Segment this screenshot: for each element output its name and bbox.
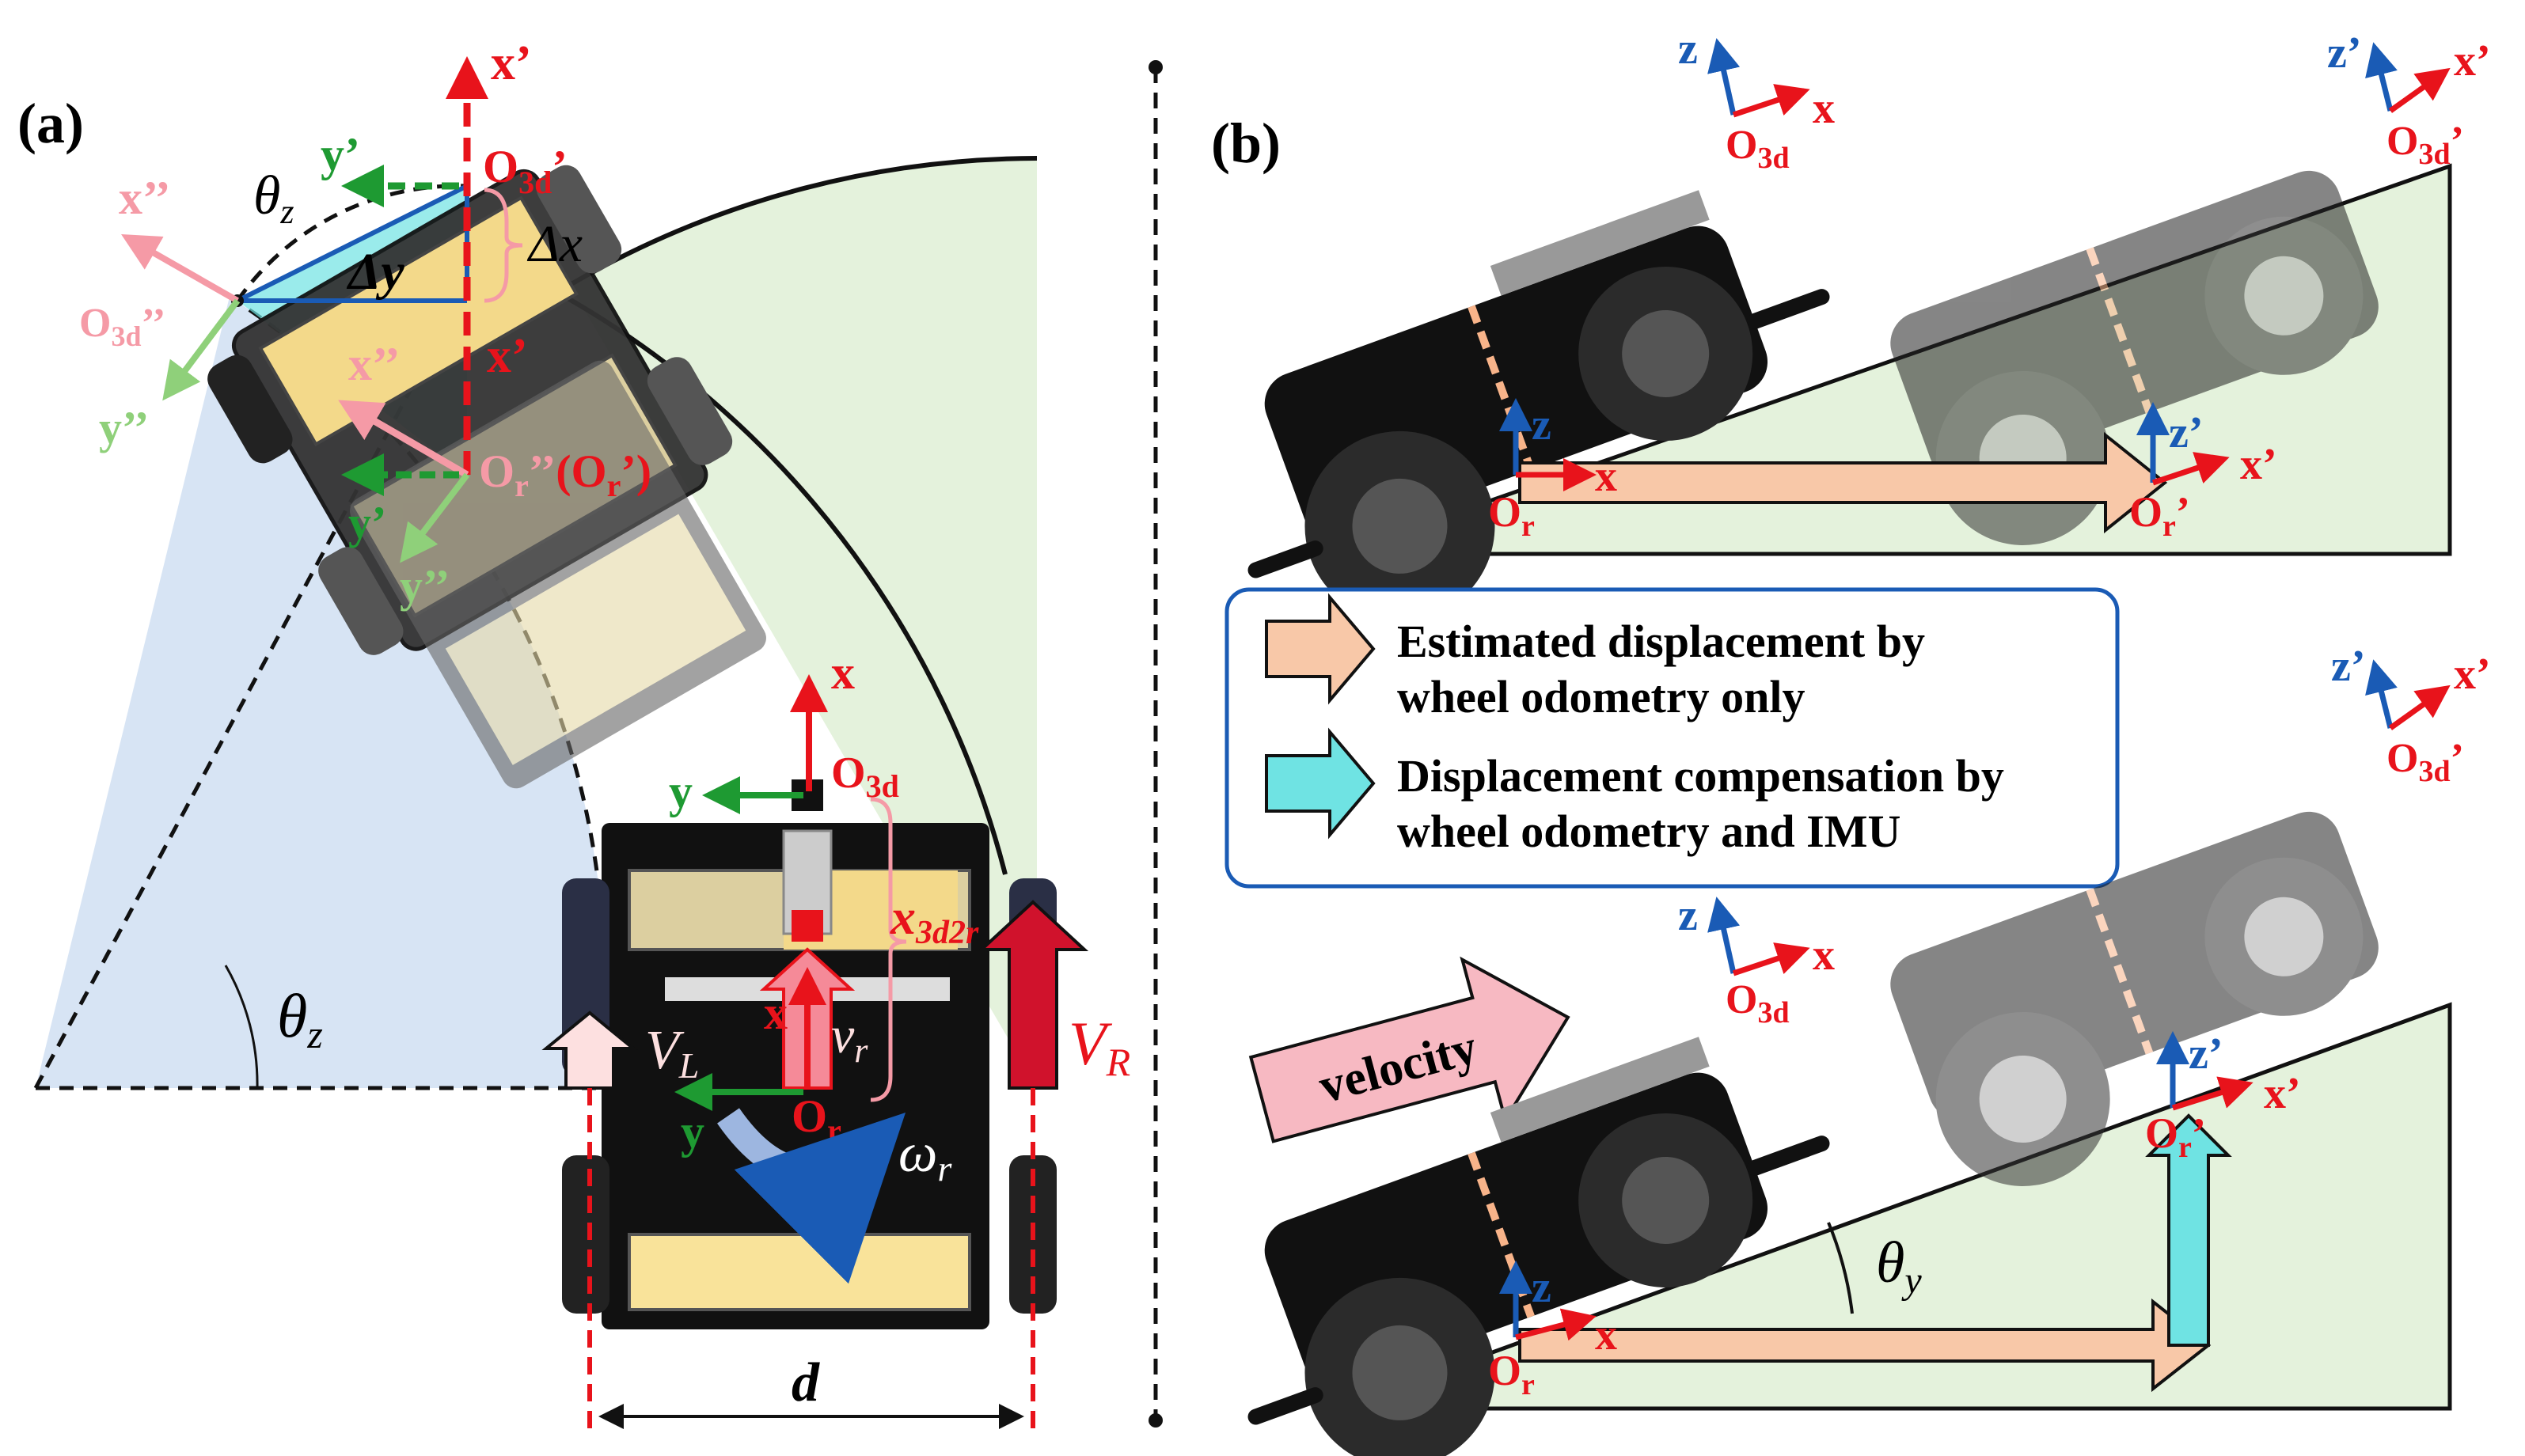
top-or-label: Or [1488, 488, 1535, 543]
bottom-or-prime-x-label: x’ [2264, 1069, 2301, 1118]
top-or-x-label: x [1595, 452, 1617, 501]
panel-b: (b) z x Or [1211, 25, 2491, 1456]
x3d2r-brace [870, 797, 907, 1102]
x-label-bottom: x [764, 987, 788, 1039]
top-or-prime-z-label: z’ [2169, 408, 2204, 457]
delta-y-line [236, 184, 469, 303]
y-label-o3d: y [669, 765, 693, 817]
top-o3d-prime-x-axis [2388, 67, 2451, 113]
theta-y-label: θy [1876, 1230, 1922, 1302]
bottom-displacement-arrow [1518, 1298, 2212, 1393]
top-displacement-arrow [1518, 431, 2168, 534]
outer-arc-segment [556, 290, 1008, 875]
x-label-o3d: x [831, 646, 855, 699]
top-o3d-prime-label: O3d’ [2386, 119, 2464, 171]
bottom-o3d-prime-label: O3d’ [2386, 736, 2464, 788]
y-dprime-axis-mid [400, 472, 470, 563]
top-o3d-x-label: x [1813, 84, 1835, 133]
top-robot-left [1247, 190, 1830, 621]
top-o3d-z-axis [1707, 38, 1741, 116]
legend-cyan-arrow [1265, 727, 1376, 840]
top-o3d-prime-x-label: x’ [2454, 36, 2491, 85]
bottom-or-x-label: x [1595, 1310, 1617, 1359]
bottom-or-prime-z-label: z’ [2189, 1029, 2223, 1079]
omega-arrow [717, 1108, 906, 1284]
panel-b-label: (b) [1211, 112, 1281, 175]
theta-z-upper-arc [235, 184, 468, 302]
x-dprime-axis-top [121, 234, 239, 304]
legend-item2-line1: Displacement compensation by [1397, 750, 2004, 802]
top-o3d-prime-z-axis [2365, 42, 2398, 112]
omega-label: ωr [898, 1123, 952, 1189]
o3d-prime-label: O3d’ [483, 141, 568, 200]
delta-y-label: Δy [346, 243, 404, 301]
bottom-o3d-label: O3d [1726, 977, 1790, 1029]
top-or-z-label: z [1532, 400, 1551, 449]
bottom-or-x-axis [1515, 1308, 1597, 1341]
y-prime-label-top: y’ [321, 128, 360, 180]
separator-top-dot [1149, 60, 1163, 74]
o3d-dprime-label: O3d’’ [79, 301, 165, 352]
y-prime-label-mid: y’ [348, 497, 386, 548]
legend-item2-line2: wheel odometry and IMU [1397, 806, 1900, 857]
delta-x-brace [484, 188, 523, 303]
x-dprime-label-top: x’’ [119, 172, 171, 224]
vr-label: VR [1069, 1009, 1130, 1084]
bottom-or-z-label: z [1532, 1263, 1551, 1312]
legend-peach-arrow [1265, 593, 1376, 705]
bottom-o3d-prime-z-label: z’ [2331, 642, 2366, 691]
bottom-o3d-prime-x-label: x’ [2454, 650, 2491, 699]
bottom-o3d-x-axis [1732, 942, 1810, 976]
v-r-label: vr [831, 1007, 868, 1070]
theta-z-angle-arc [224, 965, 259, 1089]
panel-a: θz θz Δy Δx x’ x’ O [17, 36, 1130, 1432]
legend-box [1225, 587, 2120, 889]
x-dprime-label-mid: x’’ [348, 338, 401, 390]
x-prime-label-top: x’ [491, 36, 532, 90]
outer-arc [568, 156, 1038, 287]
d-label: d [792, 1352, 820, 1413]
y-dprime-axis-top [162, 298, 241, 401]
top-or-prime-x-label: x’ [2240, 440, 2277, 489]
top-o3d-prime-z-label: z’ [2327, 28, 2362, 78]
bottom-o3d-z-label: z [1678, 891, 1698, 940]
x-dprime-axis-mid [338, 400, 469, 478]
bottom-or-label: Or [1488, 1347, 1535, 1401]
legend-item1-line2: wheel odometry only [1397, 671, 1805, 722]
bottom-o3d-x-label: x [1813, 931, 1835, 980]
top-o3d-x-axis [1732, 84, 1810, 118]
y-dprime-label-mid: y’’ [400, 560, 450, 612]
vl-arrow [541, 1010, 638, 1090]
bottom-o3d-prime-x-axis [2388, 684, 2451, 730]
bottom-o3d-prime-z-axis [2365, 659, 2398, 729]
top-o3d-z-label: z [1678, 25, 1698, 74]
bottom-robot-left [1247, 1037, 1830, 1456]
legend-item1-line1: Estimated displacement by [1397, 616, 1925, 667]
top-or-prime-x-axis [2151, 452, 2230, 486]
y-dprime-label-top: y’’ [99, 402, 149, 453]
y-label-bottom: y [681, 1105, 704, 1158]
bottom-o3d-z-axis [1707, 897, 1741, 974]
x3d2r-label: x3d2r [890, 889, 979, 951]
bottom-or-prime-x-axis [2171, 1076, 2254, 1111]
theta-y-arc [1827, 1222, 1854, 1314]
vr-arrow [977, 900, 1089, 1090]
or-dprime-label: Or’’(Or’) [479, 446, 651, 503]
bottom-compensation-arrow [2145, 1113, 2232, 1347]
separator-bottom-dot [1149, 1413, 1163, 1428]
top-or-prime-label: Or’ [2129, 488, 2190, 543]
delta-x-label: Δx [526, 215, 583, 273]
o3d-label: O3d [831, 749, 899, 804]
bottom-or-prime-label: Or’ [2145, 1109, 2206, 1164]
bottom-robot-right [1890, 811, 2379, 1186]
theta-z-upper-label: θz [253, 165, 294, 231]
theta-z-label: θz [277, 981, 323, 1056]
x-prime-label-mid: x’ [487, 329, 528, 383]
panel-a-label: (a) [17, 92, 84, 155]
top-o3d-label: O3d [1726, 123, 1790, 175]
theta-z-sector [36, 297, 605, 1088]
